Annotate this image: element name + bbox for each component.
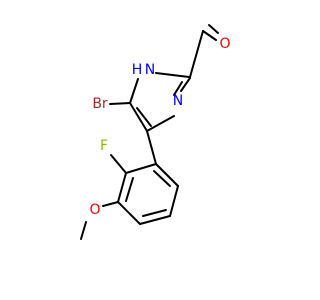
bond-c5-br — [109, 102, 131, 105]
bond-ph2-f — [110, 154, 127, 174]
bond-ph2-ph3-double — [125, 177, 134, 202]
bond-ph2-ph3 — [117, 172, 127, 203]
bond-c2-cho — [189, 30, 204, 78]
atom-nh-hydrogen: H — [132, 62, 143, 78]
bond-cho-o — [202, 30, 217, 41]
atom-nh-nitrogen: N — [145, 62, 155, 78]
bond-ph6-ph1 — [155, 163, 179, 187]
bond-c2-n1 — [155, 72, 190, 78]
bond-cho-o-double — [208, 24, 219, 34]
atom-br: Br — [92, 96, 108, 112]
bond-c4-phenyl — [146, 130, 157, 165]
atom-o-methoxy: O — [89, 202, 100, 218]
bond-n1-c5 — [129, 78, 139, 104]
bond-o-ch3 — [80, 221, 87, 240]
bond-n3-c2-double — [173, 81, 183, 96]
bond-c5-c4 — [129, 102, 148, 132]
bond-ph3-o — [102, 201, 119, 207]
bond-ph5-ph6 — [169, 185, 179, 217]
bond-ph1-ph2 — [125, 163, 157, 174]
bond-ph3-ph4 — [117, 201, 141, 225]
molecule-drawing: Br H N N O F O — [80, 24, 231, 240]
bond-c5-c4-double — [136, 107, 152, 127]
bond-c4-n3 — [146, 115, 175, 132]
atom-o-aldehyde: O — [219, 36, 230, 52]
bond-ph4-ph5-double — [142, 209, 167, 217]
atom-f: F — [100, 138, 108, 154]
bond-ph4-ph5 — [139, 215, 171, 225]
bond-n3-c2 — [180, 77, 191, 92]
atom-n: N — [173, 93, 183, 109]
bond-ph6-ph1-double — [153, 170, 171, 187]
structure-diagram: Br H N N O F O — [80, 24, 231, 240]
